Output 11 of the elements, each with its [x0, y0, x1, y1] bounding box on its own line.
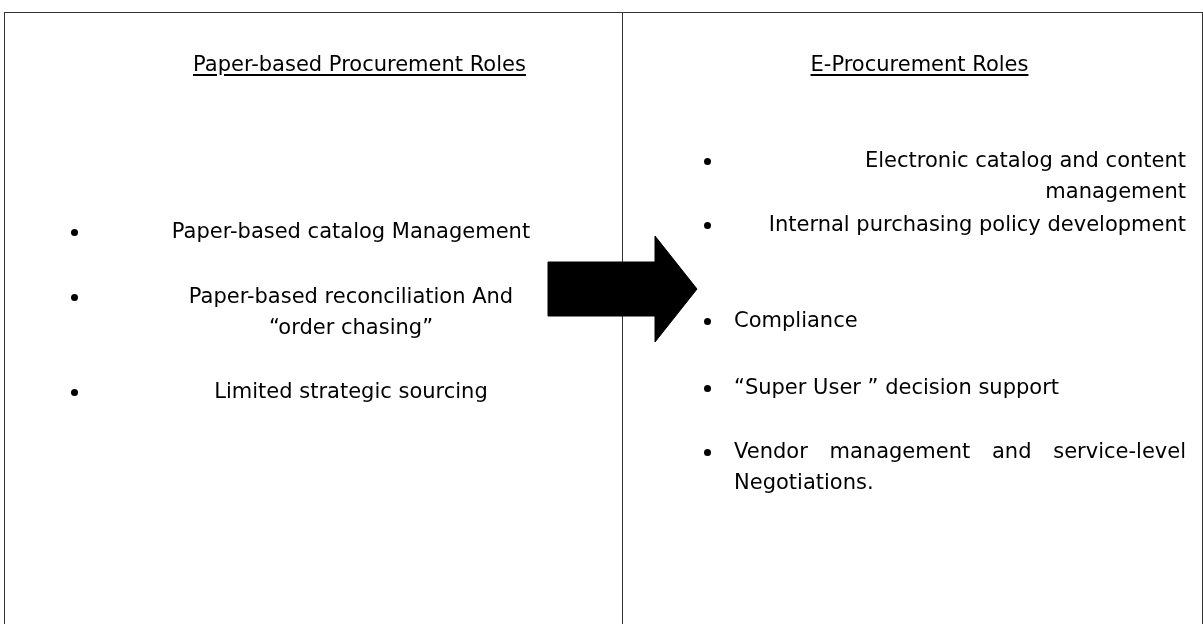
column-heading: E-Procurement Roles: [810, 52, 1029, 76]
list-item: Paper-based reconciliation And “order chasing”: [187, 283, 515, 341]
list-item: Electronic catalog and content management: [864, 147, 1186, 205]
list-item: Vendor management and service-level Negotiations.: [734, 438, 1186, 496]
block-arrow: [547, 235, 698, 343]
list-item: Internal purchasing policy development: [767, 211, 1186, 238]
list-item: Limited strategic sourcing: [213, 378, 489, 405]
list-item: Compliance: [734, 307, 859, 334]
column-heading: Paper-based Procurement Roles: [193, 52, 526, 76]
list-item: Paper-based catalog Management: [170, 218, 532, 245]
list-item: “Super User ” decision support: [734, 374, 1061, 401]
